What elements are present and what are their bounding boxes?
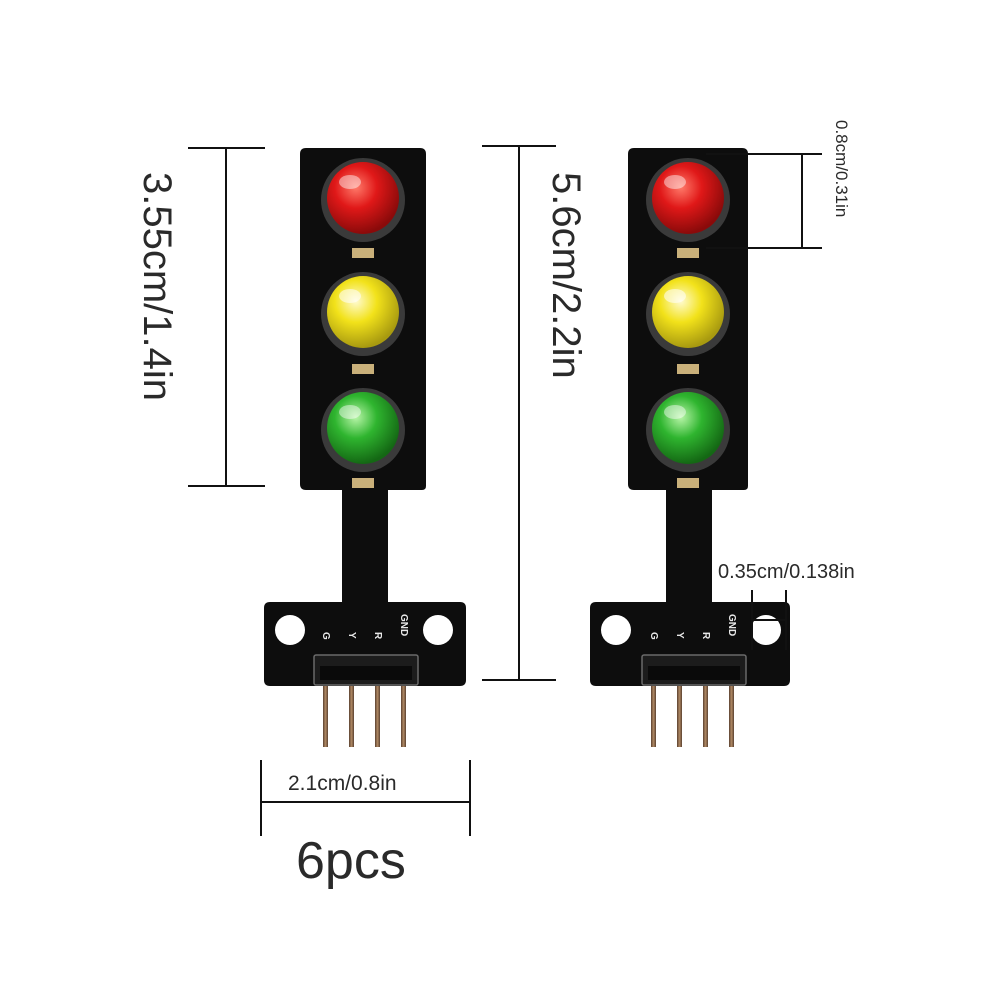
dimension-board-width: 2.1cm/0.8in [260, 760, 471, 836]
header-pins [651, 685, 734, 747]
pin-label-y: Y [346, 632, 357, 639]
pin-label-g: G [320, 632, 331, 640]
svg-text:G: G [320, 632, 331, 640]
mounting-hole [751, 615, 781, 645]
total-height-label: 5.6cm/2.2in [544, 172, 588, 379]
board-width-label: 2.1cm/0.8in [288, 772, 397, 795]
led-diameter-label: 0.8cm/0.31in [832, 120, 851, 217]
header-pins [323, 685, 406, 747]
led-green [321, 388, 405, 472]
pin-label-gnd: GND [398, 614, 409, 636]
quantity-label: 6pcs [296, 832, 406, 890]
mounting-hole [601, 615, 631, 645]
svg-text:Y: Y [674, 632, 685, 639]
dimension-module-height: 3.55cm/1.4in [135, 147, 265, 487]
mounting-hole [275, 615, 305, 645]
smd-resistor [677, 248, 699, 258]
led-green [646, 388, 730, 472]
dimension-hole-diameter: 0.35cm/0.138in [718, 561, 855, 650]
smd-resistor [352, 478, 374, 488]
hole-diameter-label: 0.35cm/0.138in [718, 561, 855, 583]
led-red [321, 158, 405, 242]
svg-text:GND: GND [398, 614, 409, 636]
smd-resistor [677, 364, 699, 374]
led-yellow [321, 272, 405, 356]
dimension-total-height: 5.6cm/2.2in [482, 145, 588, 681]
pin-label-gnd: GND [726, 614, 737, 636]
pin-label-g: G [648, 632, 659, 640]
dimension-led-diameter: 0.8cm/0.31in [706, 120, 851, 249]
led-yellow [646, 272, 730, 356]
traffic-light-module-left: GND R Y G [264, 148, 466, 747]
smd-resistor [677, 478, 699, 488]
module-height-label: 3.55cm/1.4in [135, 172, 179, 401]
svg-text:G: G [648, 632, 659, 640]
smd-resistor [352, 248, 374, 258]
svg-text:GND: GND [726, 614, 737, 636]
svg-text:R: R [700, 632, 711, 640]
traffic-light-module-right: GND R Y G [590, 148, 790, 747]
svg-text:R: R [372, 632, 383, 640]
pin-label-y: Y [674, 632, 685, 639]
mounting-hole [423, 615, 453, 645]
pin-label-r: R [700, 632, 711, 640]
led-red [646, 158, 730, 242]
pin-label-r: R [372, 632, 383, 640]
smd-resistor [352, 364, 374, 374]
svg-text:Y: Y [346, 632, 357, 639]
